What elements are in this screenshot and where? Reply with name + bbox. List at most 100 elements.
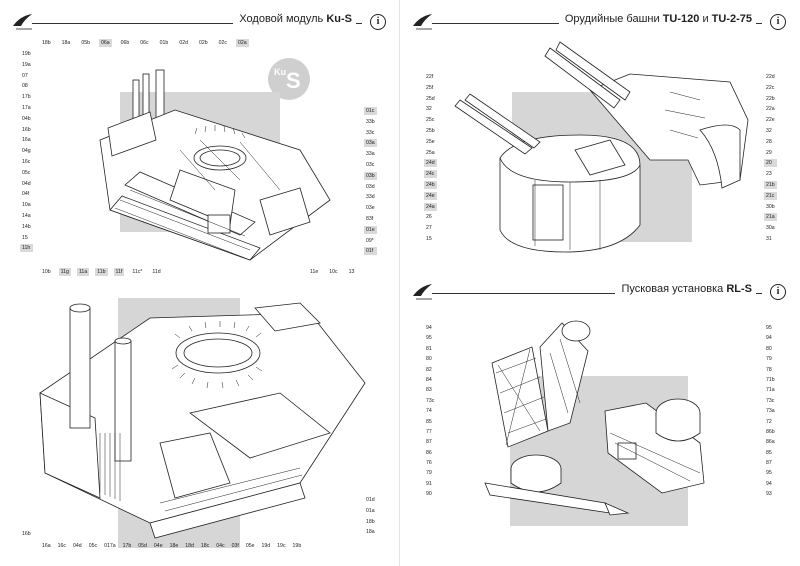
part-label: 85 (426, 418, 432, 425)
part-label: 86a (766, 439, 775, 446)
part-label: 06a (98, 39, 112, 47)
part-label: 21c (764, 191, 777, 200)
part-label: 05d (138, 543, 147, 549)
header-chassis: Ходовой модуль Ku-S i (0, 10, 400, 34)
wing-logo-icon (413, 284, 432, 300)
bottom-right-part-column: 01d 01a 18b 18a (364, 496, 377, 539)
part-label: 32 (426, 106, 432, 113)
page-title-turrets: Орудийные башни TU-120 и TU-2-75 (558, 13, 756, 25)
part-label: 31 (766, 235, 772, 242)
part-label: 18b (366, 518, 375, 525)
part-label: 03b (364, 171, 377, 180)
part-label: 33a (366, 151, 375, 158)
part-label: 06b (120, 40, 130, 46)
part-label: 22f (426, 74, 434, 80)
part-label: 19c (277, 543, 286, 549)
info-icon[interactable]: i (770, 284, 786, 300)
part-label: 73c (426, 397, 435, 404)
turret-drawing (454, 41, 749, 253)
wing-logo-icon (413, 14, 432, 30)
part-label: 94 (766, 335, 772, 342)
part-label: 11f (113, 268, 125, 276)
part-label: 17b (22, 94, 31, 101)
part-label: 72 (766, 418, 772, 425)
part-label: 11d (152, 269, 161, 275)
part-label: 73a (766, 408, 775, 415)
part-label: 05e (245, 543, 255, 549)
bottom-left-part-column: 16b (20, 530, 33, 541)
part-label: 03a (364, 139, 377, 148)
part-label: 33c (366, 129, 375, 136)
part-label: 23 (766, 171, 772, 178)
page-title-launcher: Пусковая установка RL-S (615, 283, 756, 295)
part-label: 24d (424, 159, 437, 168)
header-rule (432, 293, 762, 294)
part-label: 16c (22, 158, 31, 165)
part-label: 71b (766, 376, 775, 383)
launcher-drawing (484, 320, 705, 516)
part-label: 25c (426, 117, 435, 124)
part-label: 04b (22, 115, 31, 122)
part-label: 32 (766, 127, 772, 134)
part-label: 13 (348, 269, 355, 275)
page-fold (399, 0, 400, 566)
badge-ku: Ku (274, 67, 286, 77)
info-icon[interactable]: i (370, 14, 386, 30)
part-label: 08 (22, 83, 28, 90)
part-label: 16a (42, 543, 51, 549)
part-label: 77 (426, 428, 432, 435)
part-label: 30a (766, 225, 775, 232)
chassis-top-drawing (99, 69, 331, 261)
part-label: 18d (185, 543, 194, 549)
part-label: 11c* (132, 269, 143, 275)
part-label: 19b (292, 543, 302, 549)
part-label: 05b (81, 40, 90, 46)
part-label: 017a (104, 543, 116, 549)
part-label: 01d (366, 497, 375, 503)
part-label: 10c (329, 269, 338, 275)
part-label: 28 (766, 138, 772, 145)
part-label: 05c (88, 543, 98, 549)
part-label: 17a (22, 104, 31, 111)
wing-logo-icon (13, 14, 32, 30)
part-label: 79 (426, 470, 432, 477)
part-label: 16a (22, 137, 31, 144)
part-label: 24a (424, 202, 437, 211)
part-label: 26 (426, 214, 432, 221)
info-icon[interactable]: i (770, 14, 786, 30)
part-label: 74 (426, 408, 432, 415)
part-label: 06c (140, 40, 149, 46)
part-label: 71a (766, 387, 775, 394)
part-label: 21b (764, 180, 777, 189)
page-left: Ходовой модуль Ku-S i Ku S 18b 18a 05b 06a 0… (0, 10, 400, 549)
part-label: 15 (22, 234, 28, 241)
part-label: 18c (200, 543, 210, 549)
part-label: 19b (22, 51, 31, 57)
badge-s: S (286, 68, 301, 93)
part-label: 24b (424, 180, 437, 189)
header-rule (32, 23, 362, 24)
part-label: 02a (236, 39, 249, 47)
part-label: 01e (364, 225, 377, 234)
part-label: 25a (426, 149, 435, 156)
part-label: 27 (426, 225, 432, 232)
part-label: 01a (366, 507, 375, 514)
part-label: 04g (22, 148, 31, 155)
part-label: 91 (426, 480, 432, 487)
part-label: 33b (366, 118, 375, 125)
part-label: 24e (424, 191, 437, 200)
part-label: 18b (42, 40, 51, 46)
part-label: 19d (261, 543, 271, 549)
part-label: 18a (366, 529, 375, 536)
part-label: 78 (766, 366, 772, 373)
part-label: 03d (366, 183, 375, 190)
part-label: 25b (426, 127, 435, 134)
part-label: 93 (766, 491, 772, 498)
part-label: 25d (426, 95, 435, 102)
part-label: 82 (426, 366, 432, 373)
